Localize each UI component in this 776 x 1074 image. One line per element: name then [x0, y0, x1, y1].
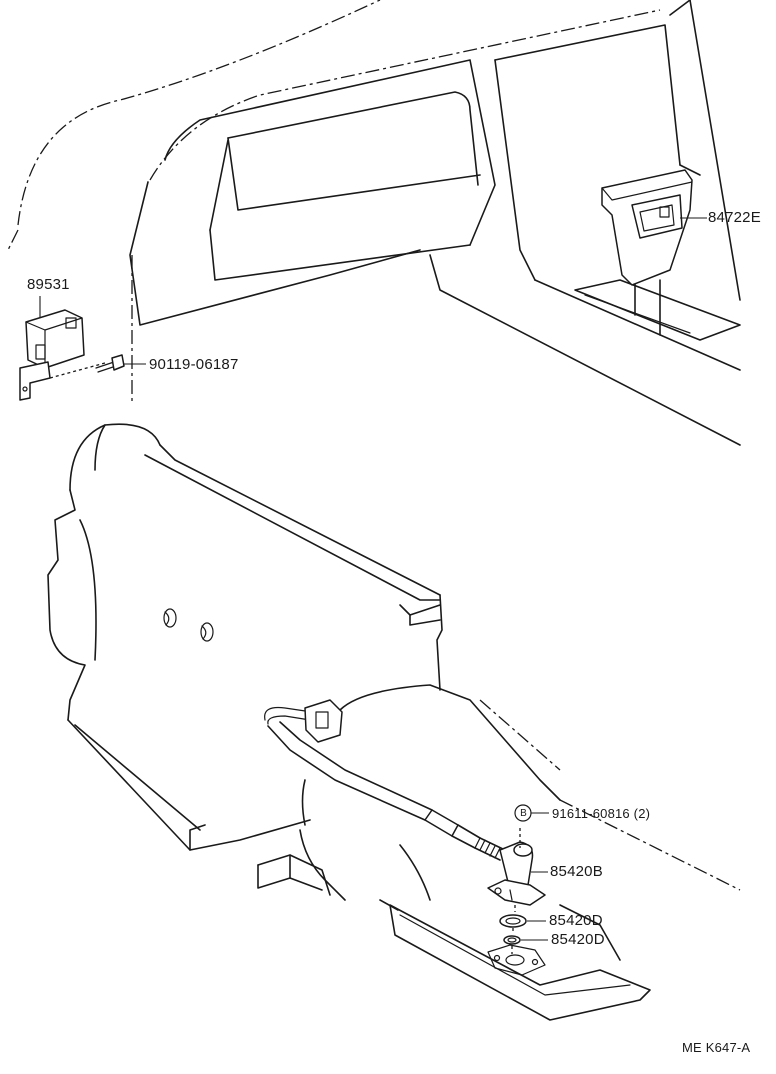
- sensor-85420b: [487, 841, 546, 906]
- drawing-code: ME K647-A: [682, 1040, 751, 1055]
- leader-lines: [39, 217, 707, 941]
- label-90119-06187: 90119-06187: [149, 356, 239, 373]
- switch-84722e: [601, 169, 693, 286]
- sensor-mount-hole: [487, 944, 546, 976]
- transmission-outline: [47, 423, 741, 1021]
- label-85420d-lower: 85420D: [551, 931, 605, 948]
- module-89531: [19, 309, 106, 401]
- label-91611-60816: 91611-60816 (2): [552, 806, 651, 821]
- label-84722e: 84722E: [708, 209, 761, 226]
- gear-85420d-lower: [503, 935, 521, 945]
- label-85420b: 85420B: [550, 863, 603, 880]
- oring-85420d-upper: [499, 914, 527, 928]
- dashboard-outline: [7, 0, 741, 446]
- bolt-marker-circle: [514, 804, 532, 822]
- screw-90119: [95, 354, 125, 373]
- label-89531: 89531: [27, 276, 70, 293]
- label-85420d-upper: 85420D: [549, 912, 603, 929]
- sensor-harness: [264, 699, 506, 861]
- bolt-marker: B: [520, 808, 527, 819]
